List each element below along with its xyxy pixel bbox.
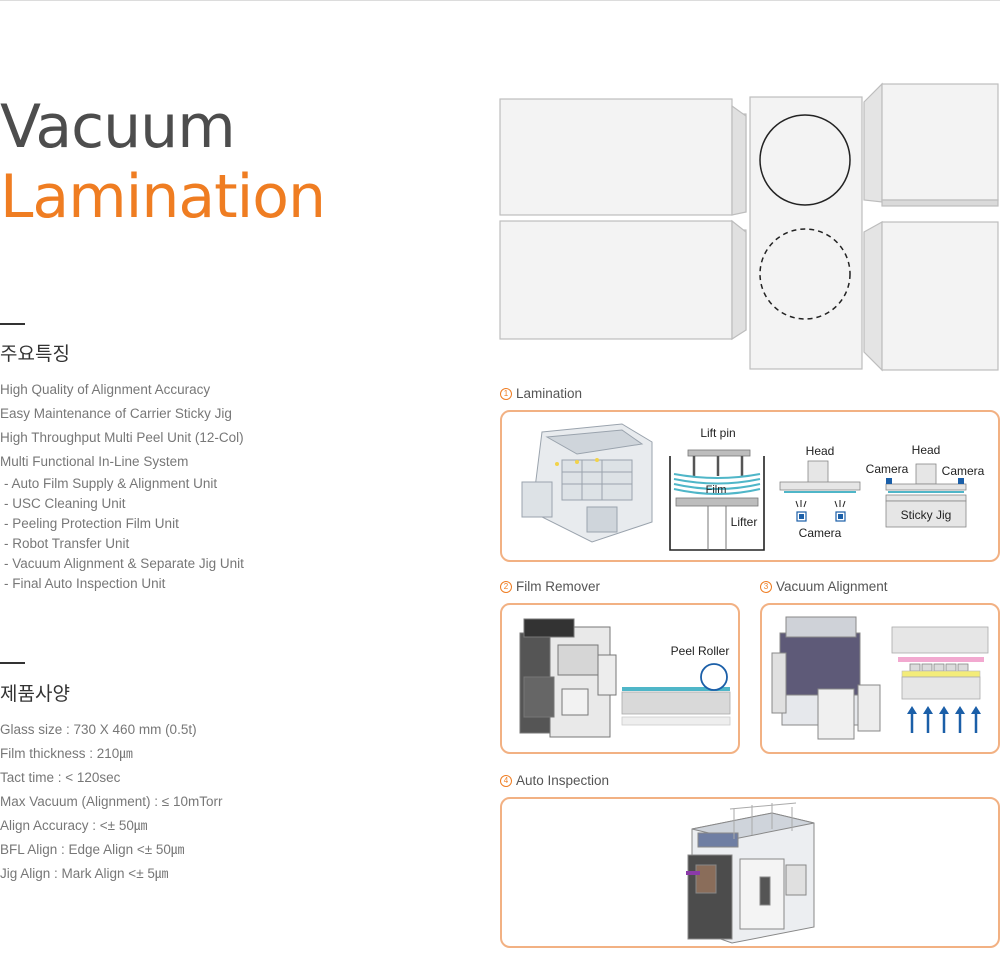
features-heading: 주요특징 bbox=[0, 343, 70, 365]
film-remover-machine-drawing bbox=[519, 618, 617, 738]
film-remover-label-text: Film Remover bbox=[516, 579, 601, 594]
feature-item: Easy Maintenance of Carrier Sticky Jig bbox=[0, 406, 232, 421]
sticky-jig-text: Sticky Jig bbox=[901, 508, 952, 522]
auto-inspection-number-badge: 4 bbox=[500, 774, 512, 787]
camera-text: Camera bbox=[799, 526, 842, 540]
page-title: Vacuum Lamination bbox=[0, 92, 326, 232]
specs-heading-bar bbox=[0, 662, 25, 664]
lamination-machine-drawing bbox=[521, 423, 653, 543]
lamination-number-badge: 1 bbox=[500, 387, 512, 400]
auto-inspection-illustration bbox=[686, 802, 815, 944]
vacuum-alignment-number-badge: 3 bbox=[760, 580, 772, 593]
film-text: Film bbox=[706, 484, 727, 496]
features-heading-bar bbox=[0, 323, 25, 325]
film-remover-number-badge: 2 bbox=[500, 580, 512, 593]
vacuum-alignment-illustration bbox=[771, 616, 989, 740]
head-text: Head bbox=[806, 444, 835, 458]
sticky-jig-diagram: Head Camera Camera Sticky Jig bbox=[866, 443, 985, 528]
spec-item: Film thickness : 210㎛ bbox=[0, 746, 133, 761]
vacuum-alignment-label: 3 Vacuum Alignment bbox=[760, 579, 888, 594]
auto-inspection-panel bbox=[500, 797, 1000, 948]
features-list: High Quality of Alignment Accuracy Easy … bbox=[0, 378, 244, 594]
feature-item: High Throughput Multi Peel Unit (12-Col) bbox=[0, 430, 244, 445]
lifter-text: Lifter bbox=[731, 515, 758, 529]
feature-sub-item: - USC Cleaning Unit bbox=[4, 496, 126, 511]
vacuum-alignment-panel bbox=[760, 603, 1000, 754]
system-layout-diagram bbox=[499, 82, 999, 372]
feature-item: High Quality of Alignment Accuracy bbox=[0, 382, 211, 397]
specs-heading: 제품사양 bbox=[0, 683, 70, 705]
film-remover-panel: Peel Roller bbox=[500, 603, 740, 754]
lift-pin-text: Lift pin bbox=[700, 426, 735, 440]
peel-roller-text: Peel Roller bbox=[671, 644, 730, 658]
camera-text-right: Camera bbox=[942, 464, 985, 478]
feature-sub-item: - Final Auto Inspection Unit bbox=[4, 576, 166, 591]
spec-item: Align Accuracy : <± 50㎛ bbox=[0, 818, 148, 833]
lamination-label: 1 Lamination bbox=[500, 386, 582, 401]
vacuum-alignment-machine-drawing bbox=[771, 616, 881, 740]
spec-item: Tact time : < 120sec bbox=[0, 770, 121, 785]
auto-inspection-label: 4 Auto Inspection bbox=[500, 773, 609, 788]
spec-item: Max Vacuum (Alignment) : ≤ 10mTorr bbox=[0, 794, 223, 809]
title-line-2: Lamination bbox=[0, 162, 326, 232]
head-text-2: Head bbox=[912, 443, 941, 457]
feature-sub-item: - Peeling Protection Film Unit bbox=[4, 516, 179, 531]
spec-item: Jig Align : Mark Align <± 5㎛ bbox=[0, 866, 169, 881]
auto-inspection-machine-drawing bbox=[687, 802, 815, 944]
vacuum-alignment-label-text: Vacuum Alignment bbox=[776, 579, 888, 594]
title-line-1: Vacuum bbox=[0, 92, 236, 162]
spec-item: Glass size : 730 X 460 mm (0.5t) bbox=[0, 722, 197, 737]
feature-sub-item: - Robot Transfer Unit bbox=[4, 536, 130, 551]
camera-text-left: Camera bbox=[866, 462, 909, 476]
film-remover-label: 2 Film Remover bbox=[500, 579, 600, 594]
feature-sub-item: - Auto Film Supply & Alignment Unit bbox=[4, 476, 218, 491]
lamination-label-text: Lamination bbox=[516, 386, 583, 401]
specs-list: Glass size : 730 X 460 mm (0.5t) Film th… bbox=[0, 718, 222, 886]
auto-inspection-label-text: Auto Inspection bbox=[516, 773, 610, 788]
feature-item: Multi Functional In-Line System bbox=[0, 454, 189, 469]
film-remover-illustration: Peel Roller bbox=[519, 618, 731, 738]
lamination-panel: Lift pin Film Lifter Head Camera bbox=[500, 410, 1000, 562]
top-divider bbox=[0, 0, 1000, 1]
lamination-illustration: Lift pin Film Lifter Head Camera bbox=[521, 423, 985, 551]
head-camera-diagram: Head Camera bbox=[779, 444, 861, 540]
feature-sub-item: - Vacuum Alignment & Separate Jig Unit bbox=[4, 556, 244, 571]
lift-pin-diagram: Lift pin Film Lifter bbox=[669, 426, 765, 551]
spec-item: BFL Align : Edge Align <± 50㎛ bbox=[0, 842, 185, 857]
